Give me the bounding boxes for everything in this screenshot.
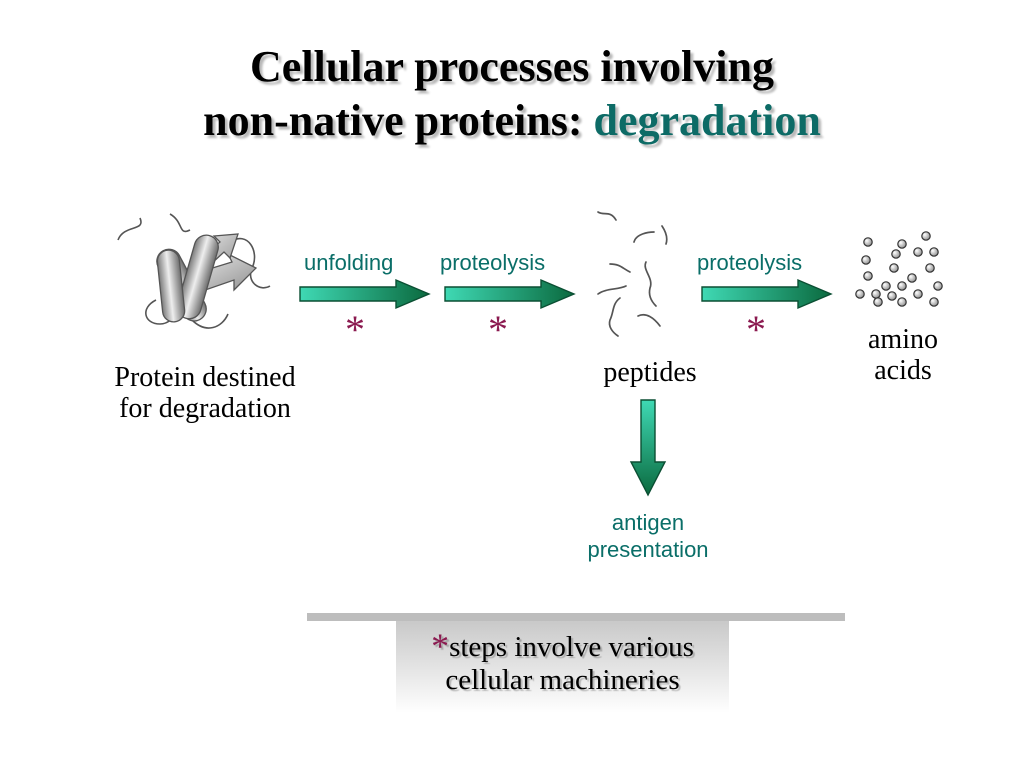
folded-protein-icon (117, 213, 271, 329)
amino-acids-label: amino acids (838, 324, 968, 386)
title-line-1: Cellular processes involving (250, 42, 774, 91)
title-line-2-prefix: non-native proteins: (203, 96, 594, 145)
antigen-label-line-1: antigen (611, 510, 685, 535)
arrow-unfolding-icon (299, 278, 431, 310)
antigen-label: antigen presentation (548, 509, 748, 563)
protein-label-line-1: Protein destined (114, 362, 296, 393)
step-label-unfolding: unfolding (304, 250, 394, 275)
amino-acids-label-line-1: amino (868, 324, 938, 355)
note-star: * (431, 626, 450, 666)
note-divider (307, 613, 845, 621)
peptides-label: peptides (603, 357, 697, 388)
peptides-icon (597, 211, 668, 337)
title-line-2: non-native proteins: degradation (0, 94, 1024, 148)
step-star-3: * (746, 307, 766, 352)
arrow-proteolysis-2-icon (701, 278, 833, 310)
note-line-1: *steps involve various (396, 628, 729, 664)
amino-acids-icon (855, 231, 943, 307)
slide-title: Cellular processes involving non-native … (0, 40, 1024, 148)
title-accent: degradation (593, 96, 821, 145)
step-label-proteolysis-1: proteolysis (440, 250, 546, 275)
step-star-2: * (488, 307, 508, 352)
note-line-2: cellular machineries (445, 664, 680, 696)
arrow-proteolysis-1-icon (444, 278, 576, 310)
protein-label-line-2: for degradation (119, 393, 291, 424)
amino-acids-label-line-2: acids (874, 355, 932, 386)
arrow-antigen-icon (629, 399, 667, 497)
step-label-proteolysis-2: proteolysis (697, 250, 803, 275)
protein-label: Protein destined for degradation (80, 362, 330, 424)
note-box (396, 621, 729, 713)
step-star-1: * (345, 307, 365, 352)
note-text: *steps involve various cellular machiner… (396, 628, 729, 697)
note-line-1-text: steps involve various (449, 631, 694, 663)
antigen-label-line-2: presentation (587, 537, 709, 562)
